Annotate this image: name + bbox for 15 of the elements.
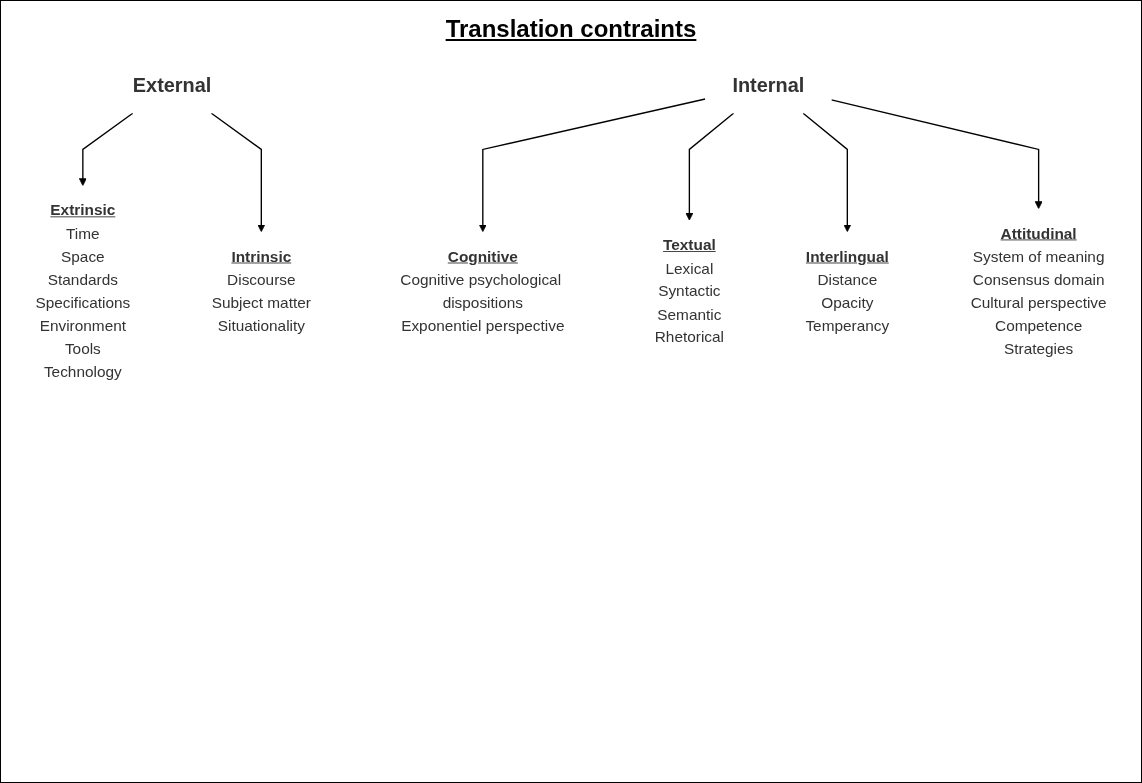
node-text: Interlingual Distance Opacity Temperancy (805, 248, 890, 335)
arrow (802, 112, 852, 233)
node-text: External (132, 73, 212, 97)
arrow (830, 99, 1043, 210)
arrow (78, 112, 134, 186)
arrow (210, 112, 266, 233)
node-text: Attitudinal System of meaning Consensus domain Cultural perspective Competence Strategies (970, 224, 1107, 358)
node-text: Intrinsic Discourse Subject matter Situationality (211, 248, 311, 335)
node-text: Textual Lexical Syntactic Semantic Rhetorical (654, 236, 724, 347)
arrow (685, 112, 735, 221)
node-text: Internal (732, 73, 805, 97)
node-text: Extrinsic Time Space Standards Specifications Environment Tools Technology (35, 201, 131, 381)
node-text: Cognitive Cognitive psychological dispositions Exponentiel perspective (400, 248, 565, 335)
arrow (478, 98, 706, 233)
diagram-title: Translation contraints (445, 15, 697, 43)
